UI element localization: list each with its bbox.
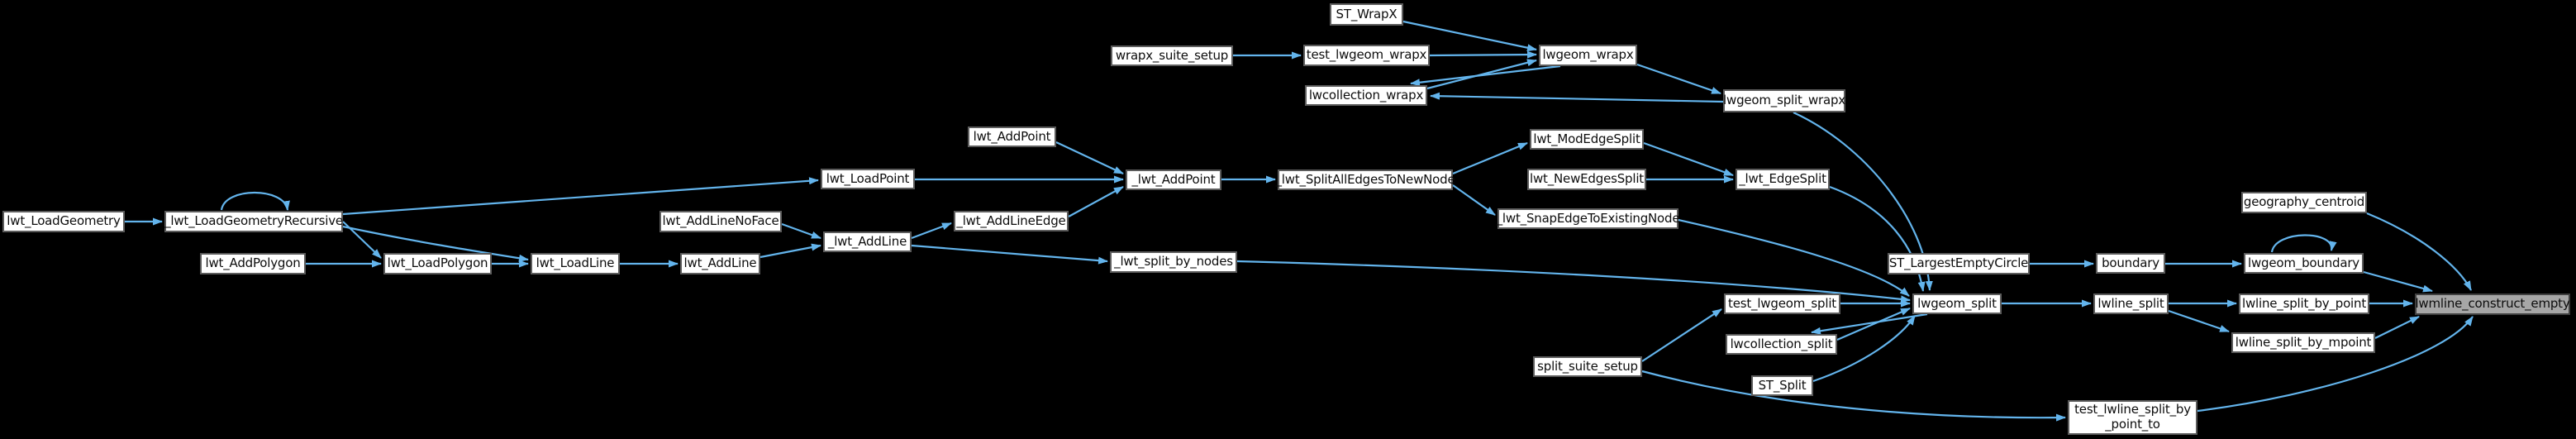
edge-_lwt_LoadGeometryRecursive-to-lwt_LoadPoint — [342, 177, 819, 216]
edge-_lwt_EdgeSplit-to-lwgeom_split — [1829, 185, 1926, 292]
graph-node-lwt_ModEdgeSplit[interactable]: lwt_ModEdgeSplit — [1530, 129, 1644, 150]
graph-node-_lwt_LoadGeometryRecursive[interactable]: _lwt_LoadGeometryRecursive — [164, 211, 343, 232]
edge-lwgeom_boundary-to-lwgeom_boundary — [2270, 234, 2337, 253]
graph-node-test_lwgeom_split[interactable]: test_lwgeom_split — [1724, 293, 1840, 314]
graph-node-ST_LargestEmptyCircle[interactable]: ST_LargestEmptyCircle — [1888, 253, 2030, 274]
graph-node-lwmline_construct_empty[interactable]: lwmline_construct_empty — [2415, 293, 2570, 315]
edge-lwt_AddLine-to-_lwt_AddLine — [759, 243, 821, 259]
graph-node-_lwt_SplitAllEdgesToNewNode[interactable]: _lwt_SplitAllEdgesToNewNode — [1276, 169, 1455, 190]
edge-_lwt_SnapEdgeToExistingNode-to-lwgeom_split — [1678, 218, 1910, 297]
graph-node-lwcollection_split[interactable]: lwcollection_split — [1726, 334, 1837, 355]
graph-node-boundary[interactable]: boundary — [2096, 253, 2165, 274]
graph-node-lwt_AddPoint[interactable]: lwt_AddPoint — [968, 126, 1056, 147]
graph-node-lwline_split[interactable]: lwline_split — [2093, 293, 2169, 314]
graph-node-test_lwgeom_wrapx[interactable]: test_lwgeom_wrapx — [1303, 45, 1430, 66]
edge-_lwt_LoadGeometryRecursive-to-_lwt_LoadGeometryRecursive — [220, 191, 290, 211]
edge-lwt_ModEdgeSplit-to-_lwt_EdgeSplit — [1643, 141, 1734, 177]
edge-ST_WrapX-to-lwgeom_wrapx — [1402, 20, 1537, 52]
graph-node-_lwt_AddLine[interactable]: _lwt_AddLine — [823, 231, 912, 252]
graph-node-lwgeom_boundary[interactable]: lwgeom_boundary — [2244, 253, 2364, 274]
edge-lwgeom_wrapx-to-lwcollection_wrapx — [1410, 64, 1561, 87]
graph-node-lwt_LoadGeometry[interactable]: lwt_LoadGeometry — [2, 211, 125, 232]
graph-node-lwt_AddPolygon[interactable]: lwt_AddPolygon — [200, 253, 306, 274]
graph-node-_lwt_EdgeSplit[interactable]: _lwt_EdgeSplit — [1736, 169, 1830, 190]
edge-geography_centroid-to-lwmline_construct_empty — [2366, 212, 2472, 291]
graph-node-_lwt_split_by_nodes[interactable]: _lwt_split_by_nodes — [1110, 251, 1237, 273]
graph-node-lwcollection_wrapx[interactable]: lwcollection_wrapx — [1305, 85, 1427, 106]
edge-test_lwline_split_by_point_to-to-lwmline_construct_empty — [2197, 316, 2474, 413]
graph-node-lwline_split_by_mpoint[interactable]: lwline_split_by_mpoint — [2231, 332, 2375, 353]
edge-_lwt_AddLine-to-_lwt_AddLineEdge — [911, 222, 952, 240]
edge-split_suite_setup-to-test_lwline_split_by_point_to — [1641, 370, 2066, 422]
graph-node-geography_centroid[interactable]: geography_centroid — [2241, 192, 2367, 213]
graph-node-ST_Split[interactable]: ST_Split — [1751, 375, 1813, 396]
edge-_lwt_AddLine-to-_lwt_split_by_nodes — [911, 244, 1108, 265]
edge-lwline_split-to-lwline_split_by_mpoint — [2168, 309, 2230, 333]
graph-node-_lwt_AddLineEdge[interactable]: _lwt_AddLineEdge — [954, 211, 1069, 231]
graph-node-lwt_AddLine[interactable]: lwt_AddLine — [680, 253, 760, 274]
edge-lwline_split_by_mpoint-to-lwmline_construct_empty — [2374, 316, 2420, 339]
edge-lwgeom_split_wrapx-to-lwcollection_wrapx — [1430, 92, 1724, 103]
edge-lwt_AddPoint-to-_lwt_AddPoint — [1055, 141, 1124, 174]
graph-node-lwt_LoadLine[interactable]: lwt_LoadLine — [531, 253, 620, 274]
graph-node-ST_WrapX[interactable]: ST_WrapX — [1330, 3, 1403, 26]
edge-_lwt_split_by_nodes-to-lwgeom_split — [1236, 260, 1911, 303]
edge-_lwt_SplitAllEdgesToNewNode-to-lwt_ModEdgeSplit — [1452, 141, 1528, 175]
graph-node-lwt_NewEdgesSplit[interactable]: lwt_NewEdgesSplit — [1527, 169, 1646, 190]
graph-node-test_lwline_split_by_point_to[interactable]: test_lwline_split_by _point_to — [2068, 400, 2197, 435]
edge-split_suite_setup-to-test_lwgeom_split — [1641, 308, 1722, 362]
edge-_lwt_SplitAllEdgesToNewNode-to-_lwt_SnapEdgeToExistingNode — [1452, 184, 1496, 216]
graph-node-lwline_split_by_point[interactable]: lwline_split_by_point — [2239, 293, 2369, 314]
graph-node-lwt_AddLineNoFace[interactable]: lwt_AddLineNoFace — [659, 211, 782, 232]
edge-lwt_AddLineNoFace-to-_lwt_AddLine — [781, 222, 821, 240]
graph-node-_lwt_SnapEdgeToExistingNode[interactable]: _lwt_SnapEdgeToExistingNode — [1497, 208, 1680, 229]
edge-_lwt_AddLineEdge-to-_lwt_AddPoint — [1068, 186, 1124, 217]
edge-_lwt_LoadGeometryRecursive-to-lwt_LoadLine — [342, 225, 529, 262]
edge-lwcollection_split-to-lwgeom_split — [1836, 307, 1911, 341]
graph-node-lwt_LoadPolygon[interactable]: lwt_LoadPolygon — [383, 253, 492, 274]
edge-_lwt_LoadGeometryRecursive-to-lwt_LoadPolygon — [342, 221, 382, 259]
graph-node-lwt_LoadPoint[interactable]: lwt_LoadPoint — [821, 169, 915, 189]
graph-node-_lwt_AddPoint[interactable]: _lwt_AddPoint — [1126, 169, 1221, 190]
edge-ST_Split-to-lwgeom_split — [1812, 315, 1916, 383]
edge-lwcollection_wrapx-to-lwgeom_wrapx — [1426, 59, 1537, 90]
graph-node-lwgeom_split[interactable]: lwgeom_split — [1912, 293, 2002, 314]
edge-lwgeom_wrapx-to-lwgeom_split_wrapx — [1636, 63, 1721, 95]
edge-lwgeom_boundary-to-lwmline_construct_empty — [2363, 270, 2433, 293]
graph-node-lwgeom_split_wrapx[interactable]: lwgeom_split_wrapx — [1723, 89, 1845, 112]
graph-node-lwgeom_wrapx[interactable]: lwgeom_wrapx — [1539, 45, 1637, 66]
graph-node-wrapx_suite_setup[interactable]: wrapx_suite_setup — [1111, 45, 1233, 66]
graph-node-split_suite_setup[interactable]: split_suite_setup — [1533, 356, 1642, 377]
